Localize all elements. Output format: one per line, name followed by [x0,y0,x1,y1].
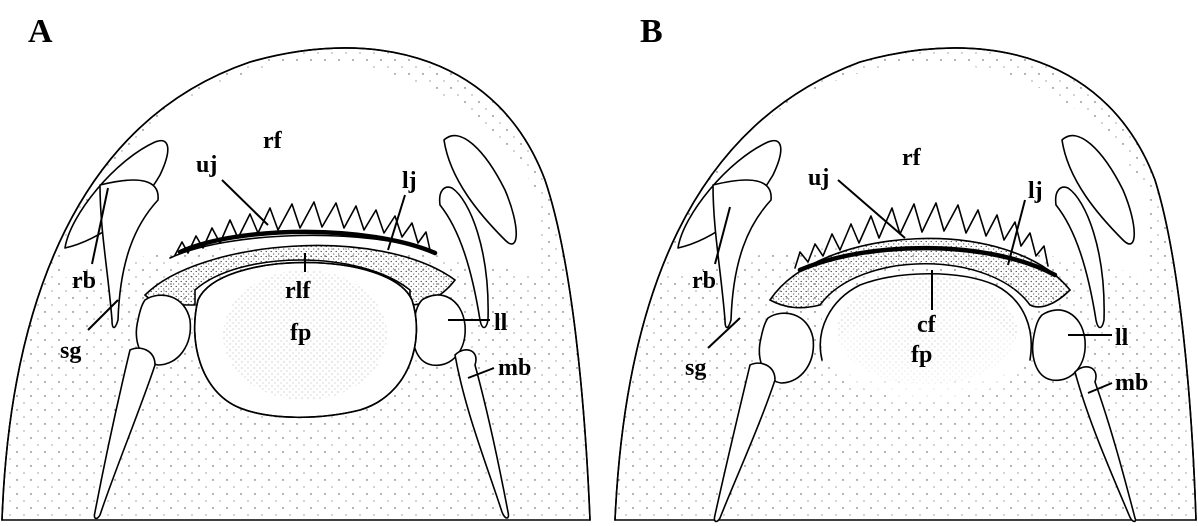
label-mb: mb [498,355,531,381]
label-sg: sg [60,338,81,364]
label-lj-b: lj [1028,178,1043,204]
label-ll: ll [494,310,508,336]
label-rb-b: rb [692,268,716,294]
label-lj: lj [402,168,417,194]
label-rf-b: rf [902,145,922,171]
panel-a: A [2,13,590,520]
label-fp: fp [290,320,311,346]
panel-b-letter: B [640,13,663,50]
label-ll-b: ll [1115,325,1129,351]
label-uj-b: uj [808,165,829,191]
label-cf-b: cf [917,312,937,338]
label-mb-b: mb [1115,370,1148,396]
label-rb: rb [72,268,96,294]
panel-b: B rf uj lj rb sg cf [615,13,1196,521]
label-rf: rf [263,128,283,154]
panel-a-letter: A [28,13,53,50]
label-sg-b: sg [685,355,706,381]
label-uj: uj [196,152,217,178]
label-rlf: rlf [285,278,311,304]
label-fp-b: fp [911,342,932,368]
